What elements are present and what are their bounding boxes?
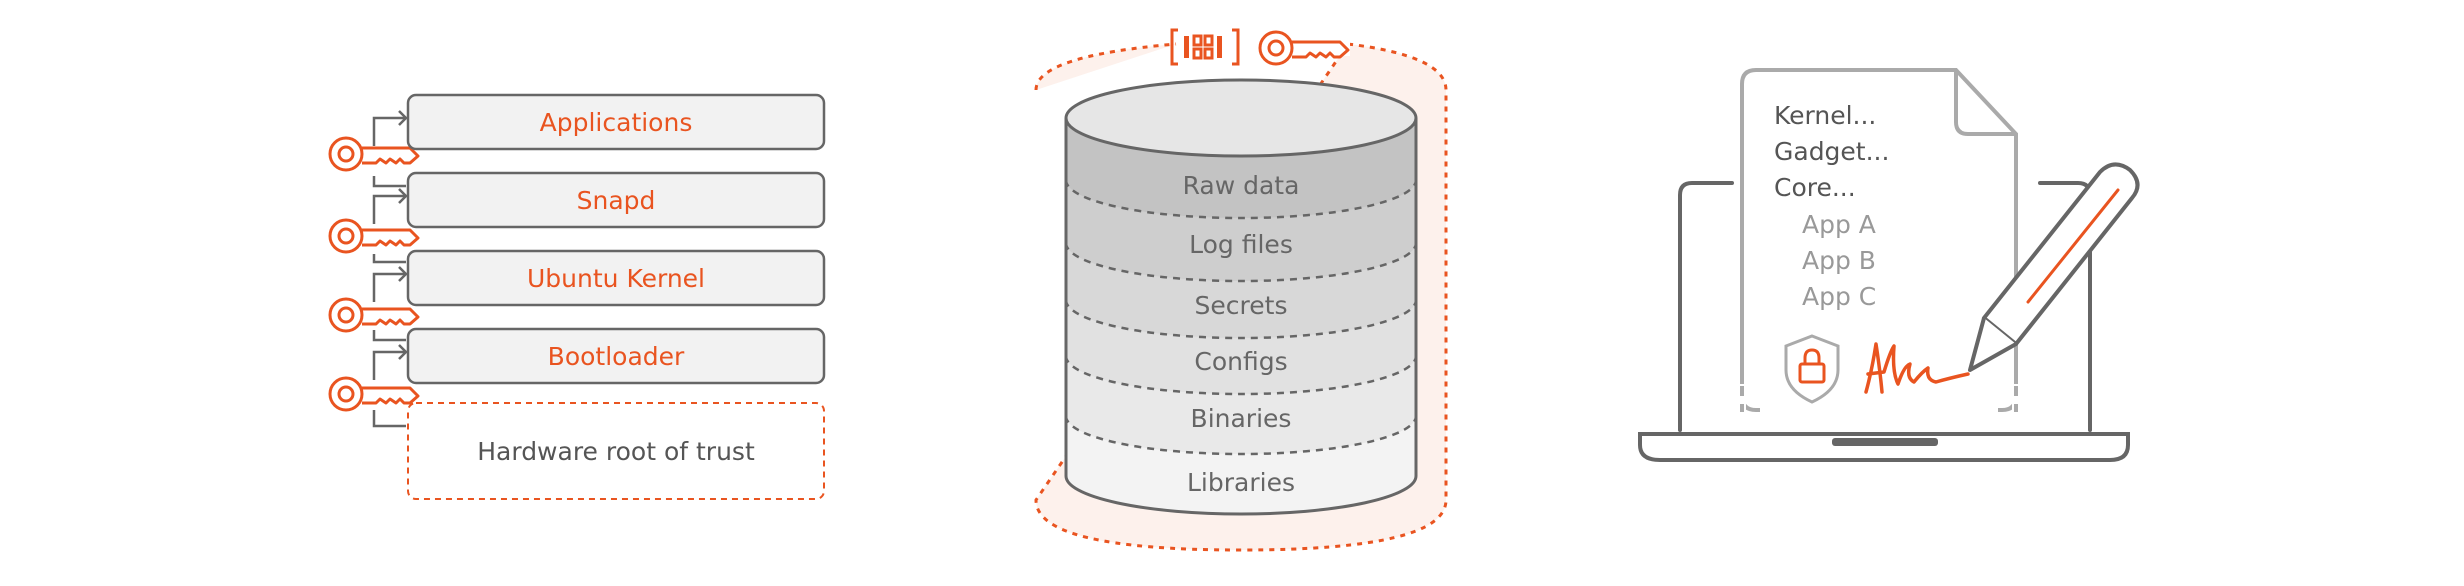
hardware-root-label: Hardware root of trust (477, 437, 755, 466)
manifest-line: Gadget... (1774, 137, 1889, 166)
key-icon (330, 378, 418, 410)
key-icon (330, 220, 418, 252)
chain-layer-label: Snapd (577, 186, 656, 215)
manifest-app: App C (1802, 282, 1876, 311)
chain-layer-label: Applications (540, 108, 693, 137)
encrypted-storage-diagram: Raw data Log files Secrets Configs Binar… (1036, 30, 1446, 550)
key-icon (330, 299, 418, 331)
manifest-app: App A (1802, 210, 1876, 239)
chain-connectors (374, 118, 406, 426)
storage-layer-label: Log files (1189, 230, 1293, 259)
signed-manifest-diagram: Kernel... Gadget... Core... App A App B … (1640, 70, 2138, 460)
storage-layer-label: Configs (1194, 347, 1287, 376)
storage-layer-label: Secrets (1195, 291, 1288, 320)
chain-layer-label: Bootloader (548, 342, 685, 371)
chain-layer: Bootloader (408, 329, 824, 383)
manifest-app: App B (1802, 246, 1876, 275)
hardware-root-box: Hardware root of trust (408, 403, 824, 499)
storage-layer-label: Raw data (1183, 171, 1300, 200)
chain-layer: Snapd (408, 173, 824, 227)
storage-layer-label: Binaries (1191, 404, 1292, 433)
manifest-line: Core... (1774, 173, 1856, 202)
manifest-line: Kernel... (1774, 101, 1876, 130)
chain-layer: Ubuntu Kernel (408, 251, 824, 305)
chain-layer: Applications (408, 95, 824, 149)
boot-chain-diagram: Applications Snapd Ubuntu Kernel Bootloa… (330, 95, 824, 499)
chain-layer-label: Ubuntu Kernel (527, 264, 705, 293)
storage-layer-label: Libraries (1187, 468, 1295, 497)
